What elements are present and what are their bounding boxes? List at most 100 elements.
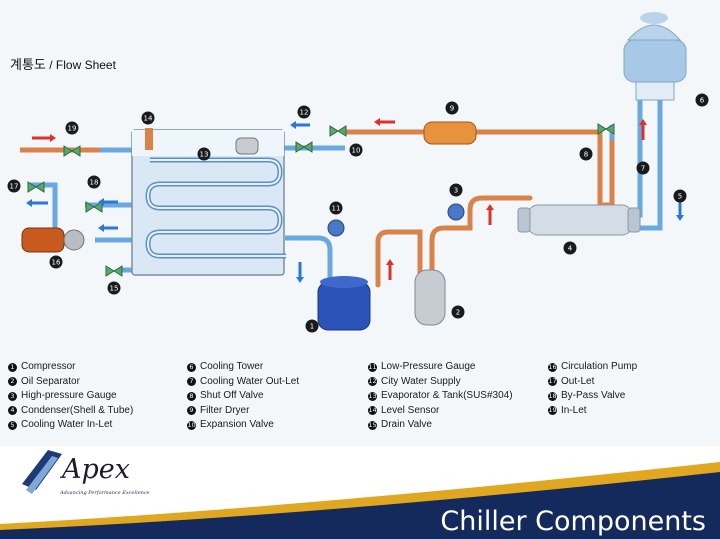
svg-text:17: 17 [10,183,19,191]
svg-text:14: 14 [144,115,153,123]
legend-number-badge: 17 [548,377,557,387]
svg-text:11: 11 [332,205,341,213]
callout-13: 13 [197,147,211,161]
legend-number-badge: 8 [187,391,196,401]
legend-number-badge: 11 [368,362,377,372]
legend-label: Evaporator & Tank(SUS#304) [381,390,513,401]
footer-navy-band [0,472,720,539]
svg-text:2: 2 [456,309,460,317]
drain-valve [105,265,123,277]
legend-label: Compressor [21,361,76,372]
legend-number-badge: 12 [368,377,377,387]
legend-label: Condenser(Shell & Tube) [21,404,134,416]
callout-9: 9 [445,101,459,115]
legend-number-badge: 6 [187,362,196,372]
svg-text:1: 1 [310,323,314,331]
legend-number-badge: 10 [187,420,196,430]
svg-text:13: 13 [200,151,209,159]
svg-text:6: 6 [700,97,705,105]
callout-18: 18 [87,175,101,189]
circulation-pump [21,227,85,253]
legend-item: 17 Out-Let [548,375,637,390]
condenser [517,204,641,236]
legend-number-badge: 7 [187,377,196,387]
callout-3: 3 [449,183,463,197]
legend-item: 10 Expansion Valve [187,418,299,433]
oil-separator [414,269,446,326]
valves [27,123,615,277]
callout-15: 15 [107,281,121,295]
legend-number-badge: 5 [8,420,17,430]
legend-label: Out-Let [561,375,595,387]
callout-5: 5 [673,189,687,203]
water-pipes [30,95,663,280]
expansion-valve [329,125,347,137]
legend-item: 5 Cooling Water In-Let [8,418,133,433]
svg-text:8: 8 [584,151,588,159]
legend-number-badge: 19 [548,406,557,416]
legend-item: 1 Compressor [8,360,133,375]
legend-label: High-pressure Gauge [21,390,117,401]
svg-text:3: 3 [454,187,458,195]
legend-label: Cooling Tower [200,361,264,372]
legend-label: Circulation Pump [561,361,638,372]
high-pressure-gauge [447,203,465,221]
callout-4: 4 [563,241,577,255]
callout-8: 8 [579,147,593,161]
expansion-valve-body [235,137,259,155]
legend-number-badge: 16 [548,362,557,372]
footer-band [0,446,720,539]
callout-12: 12 [297,105,311,119]
flow-arrows [26,118,684,283]
legend-number-badge: 4 [8,406,17,416]
city-water-valve [295,141,313,153]
level-sensor [145,128,153,150]
legend-number-badge: 15 [368,420,377,430]
callout-14: 14 [141,111,155,125]
svg-text:19: 19 [68,125,77,133]
low-pressure-gauge [327,219,345,237]
svg-text:4: 4 [568,245,573,253]
legend-number-badge: 1 [8,362,17,372]
cooling-tower [623,12,687,101]
svg-text:15: 15 [110,285,119,293]
legend-number-badge: 9 [187,406,196,416]
svg-text:16: 16 [52,259,61,267]
outlet-valve [27,181,45,193]
legend-number-badge: 14 [368,406,377,416]
svg-text:12: 12 [300,109,309,117]
callout-19: 19 [65,121,79,135]
callout-17: 17 [7,179,21,193]
legend-label: Cooling Water In-Let [21,419,113,430]
svg-text:18: 18 [90,179,99,187]
logo-name: Apex [62,454,130,485]
callout-16: 16 [49,255,63,269]
legend-number-badge: 2 [8,377,17,387]
logo-tagline: Advancing Performance Excellence [60,490,150,496]
callout-11: 11 [329,201,343,215]
footer-title: Chiller Components [440,506,706,537]
callout-2: 2 [451,305,465,319]
legend-label: Expansion Valve [200,419,274,430]
legend-item: 4 Condenser(Shell & Tube) [8,404,133,419]
page-title: 계통도 / Flow Sheet [10,58,116,73]
svg-text:10: 10 [352,147,361,155]
callout-10: 10 [349,143,363,157]
gauges [327,203,465,237]
legend-item: 19 In-Let [548,404,637,419]
legend-label: In-Let [561,404,587,416]
legend-item: 16 Circulation Pump [548,360,637,375]
